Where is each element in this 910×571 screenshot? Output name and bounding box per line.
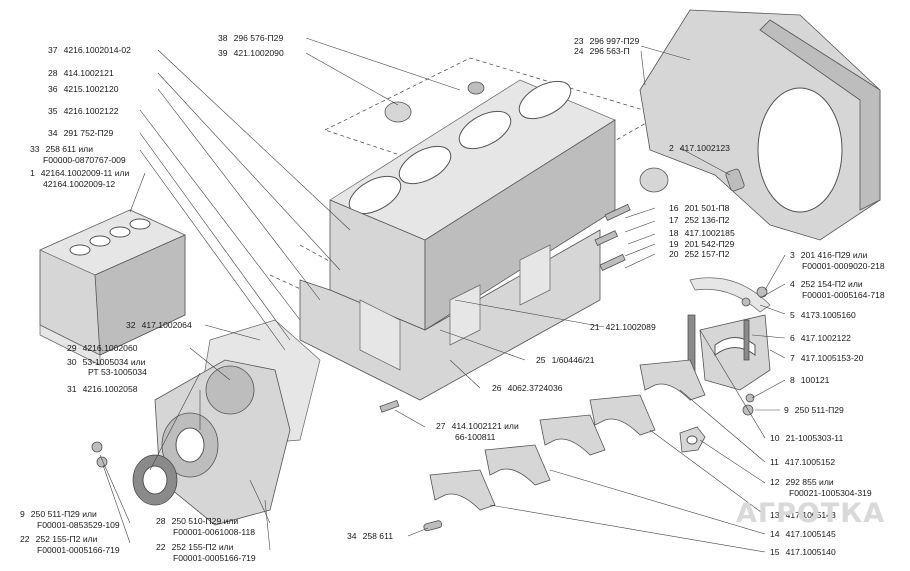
callout-4-alt: F00001-0005164-718 — [802, 290, 885, 300]
callout-1-alt: 42164.1002009-12 — [43, 179, 116, 189]
watermark-logo: АГРОТКА — [736, 498, 886, 529]
dowel-pin — [379, 399, 400, 413]
plug — [639, 167, 669, 193]
main-bearing-cap — [539, 414, 606, 456]
callout-30-alt: РТ 53-1005034 — [88, 367, 147, 377]
callout-3-alt: F00001-0009020-218 — [802, 261, 885, 271]
callout-22-left-alt: F00001-0005166-719 — [37, 545, 120, 555]
callout-33-alt: F00000-0870767-009 — [43, 155, 126, 165]
assembled-block-thumbnail — [39, 209, 186, 366]
bolt — [594, 230, 619, 246]
main-bearing-cap — [589, 394, 656, 436]
callout-12-alt: F00021-1005304-319 — [789, 488, 872, 498]
main-bearing-cap — [639, 359, 706, 401]
callout-28-bottom-alt: F00001-0061008-118 — [173, 527, 256, 537]
nut — [91, 441, 103, 453]
washer — [745, 393, 755, 403]
callout-9-left-alt: F00001-0853529-109 — [37, 520, 120, 530]
oil-seal — [132, 454, 178, 506]
main-bearing-cap — [484, 444, 551, 486]
bolt — [599, 253, 626, 271]
main-bearing-cap — [429, 469, 496, 511]
callout-27-alt: 66-100811 — [455, 432, 496, 442]
bolt — [756, 286, 768, 298]
bolt — [604, 203, 631, 221]
dowel-pin — [423, 520, 443, 532]
washer — [741, 297, 751, 307]
cylinder-block — [299, 79, 616, 401]
washer — [96, 456, 108, 468]
stud — [743, 319, 750, 361]
leader-lines — [99, 37, 786, 553]
callout-22-bottom-alt: F00001-0005166-719 — [173, 553, 256, 563]
rear-bearing-cap — [699, 314, 771, 391]
plug — [384, 101, 412, 123]
front-cover — [154, 359, 291, 526]
pin — [725, 168, 745, 192]
plug — [467, 81, 485, 95]
flywheel-housing — [639, 9, 881, 241]
